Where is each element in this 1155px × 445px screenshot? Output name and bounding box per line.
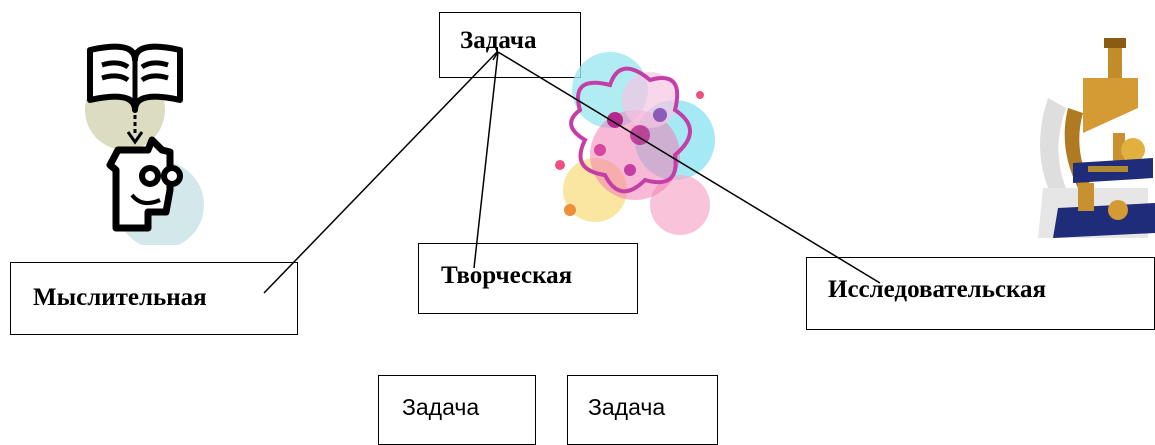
lower-box-right [567,375,718,445]
research-label: Исследовательская [828,276,1047,303]
book-head-icon [85,43,204,245]
creative-box [418,243,638,314]
lower-label-left: Задача [402,394,480,420]
connector-research [497,51,881,284]
connector-small [492,51,499,61]
thinking-box [10,262,298,335]
microscope-icon [1038,38,1155,238]
lower-label-right: Задача [588,394,666,420]
root-box [439,12,581,78]
thinking-label: Мыслительная [33,284,207,311]
connector-creative [473,51,499,269]
lower-box-left [378,375,536,445]
connector-thinking [263,51,498,294]
colorful-flower-icon [555,52,715,235]
creative-label: Творческая [441,262,573,289]
root-label: Задача [460,27,537,54]
research-box [806,257,1155,330]
